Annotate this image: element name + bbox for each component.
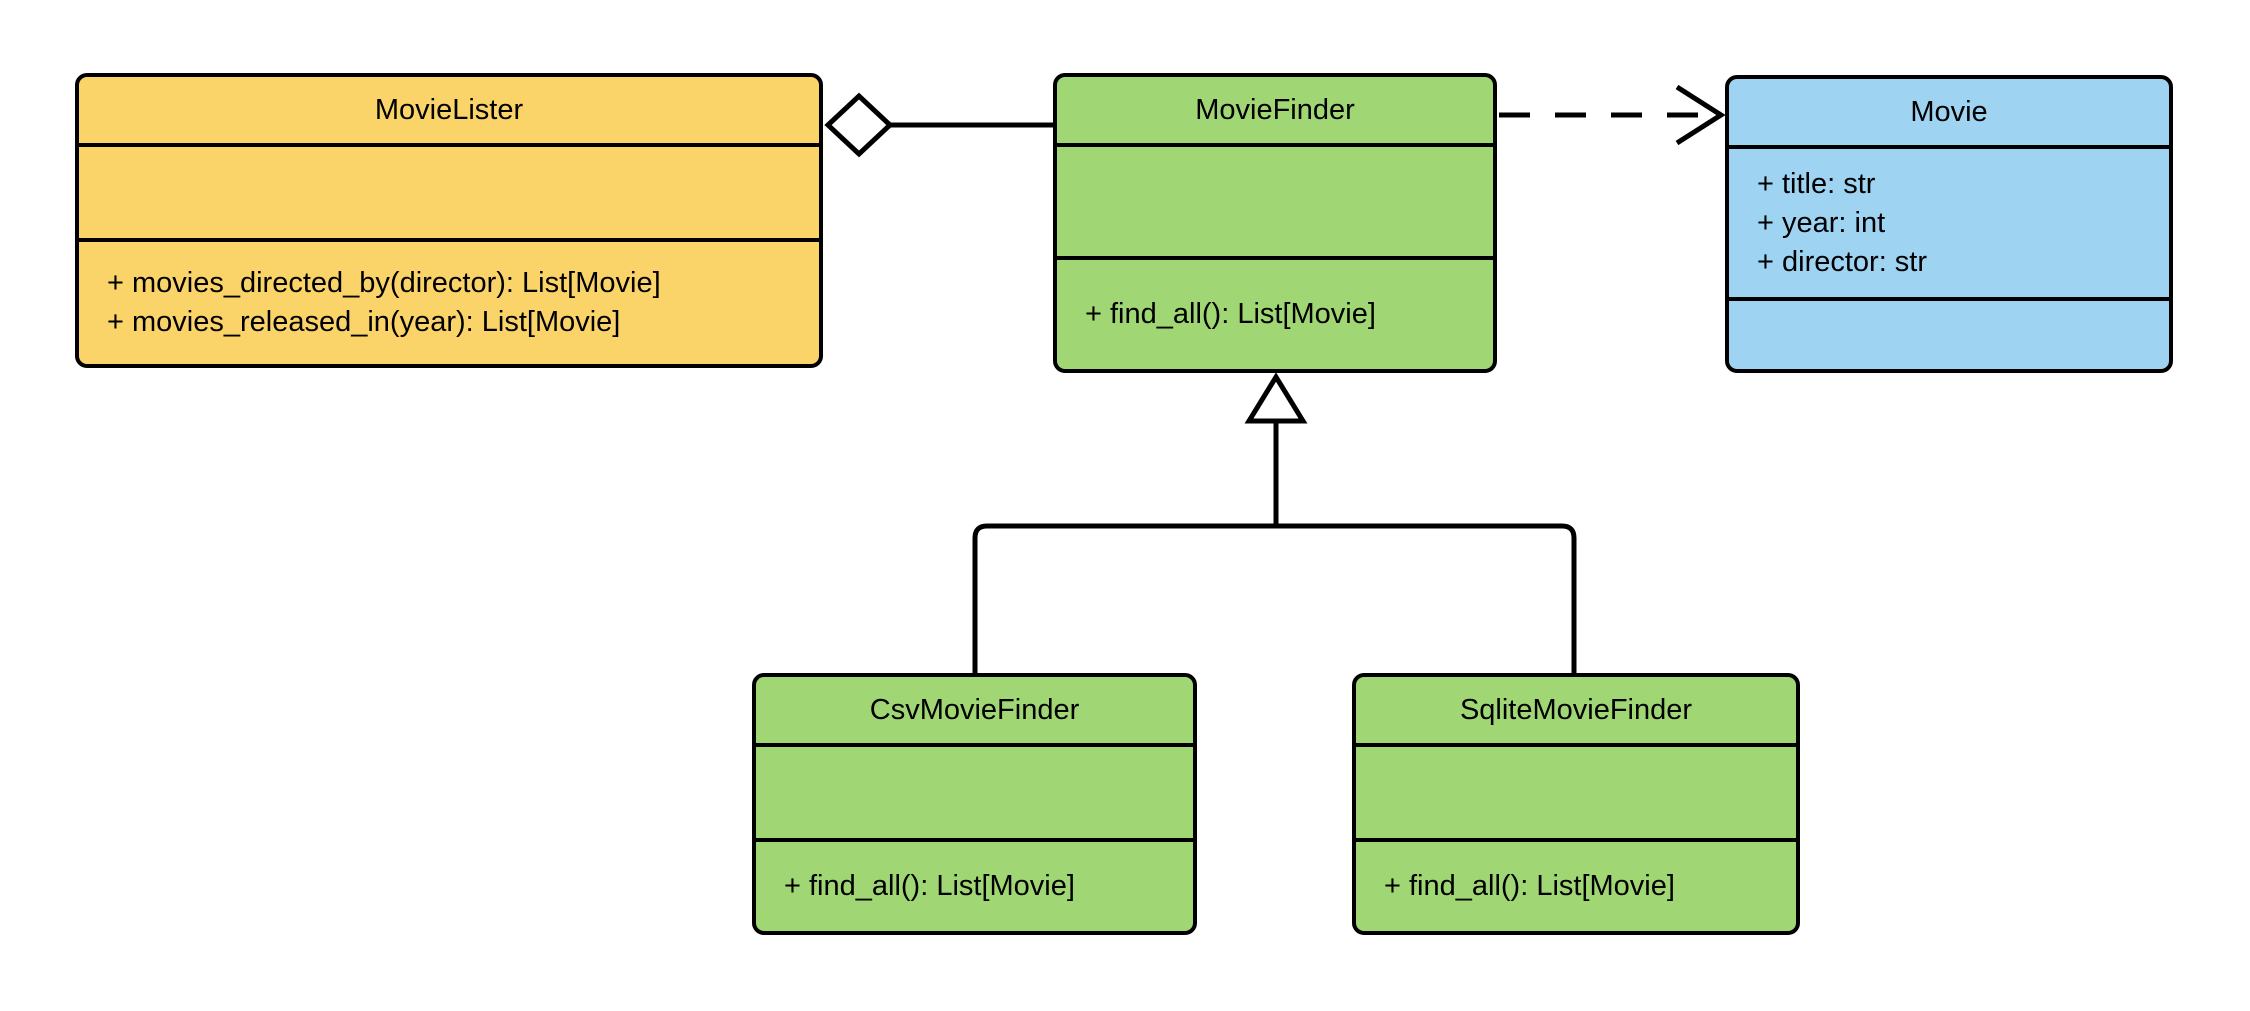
class-movie: Movie + title: str + year: int + directo… (1725, 75, 2173, 373)
class-movielister: MovieLister + movies_directed_by(directo… (75, 73, 823, 368)
attribute-line: + director: str (1757, 245, 1928, 278)
dependency-open-arrowhead-icon (1675, 84, 1726, 146)
class-csvmoviefinder-attributes (756, 743, 1193, 838)
class-moviefinder-name: MovieFinder (1195, 93, 1355, 126)
aggregation-edge-movielister-moviefinder (824, 92, 1053, 158)
inheritance-branch-right (1276, 523, 1577, 673)
attribute-line: + year: int (1757, 206, 1886, 239)
class-moviefinder: MovieFinder + find_all(): List[Movie] (1053, 73, 1497, 373)
method-line: + find_all(): List[Movie] (784, 870, 1075, 902)
inheritance-edges (972, 372, 1577, 673)
aggregation-diamond-icon (824, 92, 894, 158)
class-movielister-attributes (79, 143, 819, 238)
class-movie-attributes: + title: str + year: int + director: str (1729, 145, 2169, 297)
class-csvmoviefinder-name: CsvMovieFinder (869, 693, 1080, 726)
class-moviefinder-attributes (1057, 143, 1493, 256)
class-movielister-methods: + movies_directed_by(director): List[Mov… (79, 238, 819, 364)
class-moviefinder-methods: + find_all(): List[Movie] (1057, 256, 1493, 369)
class-sqlitemoviefinder-attributes (1356, 743, 1796, 838)
class-movielister-name: MovieLister (374, 93, 524, 126)
class-csvmoviefinder-methods: + find_all(): List[Movie] (756, 838, 1193, 931)
inheritance-branch-left (972, 523, 1276, 673)
class-movie-name: Movie (1910, 95, 1988, 128)
method-line: + find_all(): List[Movie] (1384, 870, 1675, 902)
method-line: + movies_directed_by(director): List[Mov… (107, 267, 661, 299)
method-line: + movies_released_in(year): List[Movie] (107, 306, 621, 338)
class-sqlitemoviefinder: SqliteMovieFinder + find_all(): List[Mov… (1352, 673, 1800, 935)
class-sqlitemoviefinder-name: SqliteMovieFinder (1459, 693, 1693, 726)
class-movie-methods (1729, 297, 2169, 369)
dependency-edge-moviefinder-movie (1499, 84, 1726, 146)
class-csvmoviefinder: CsvMovieFinder + find_all(): List[Movie] (752, 673, 1197, 935)
class-sqlitemoviefinder-methods: + find_all(): List[Movie] (1356, 838, 1796, 931)
attribute-line: + title: str (1757, 167, 1876, 200)
method-line: + find_all(): List[Movie] (1085, 298, 1376, 330)
inheritance-triangle-icon (1244, 372, 1308, 424)
